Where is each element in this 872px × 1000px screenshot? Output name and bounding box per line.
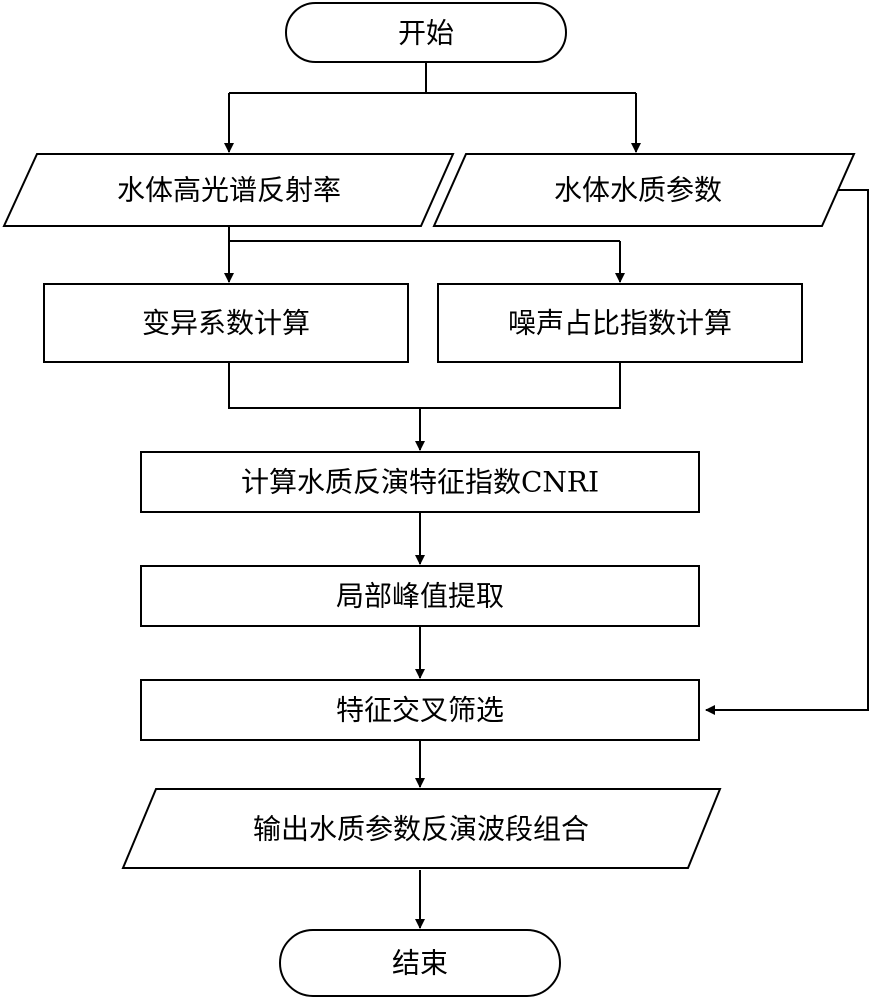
output-shape xyxy=(121,788,722,869)
end-label: 结束 xyxy=(392,947,448,980)
connector-merge xyxy=(228,362,621,409)
node-cv-calc: 变异系数计算 xyxy=(43,283,409,363)
end-terminal xyxy=(279,929,561,997)
peak-label: 局部峰值提取 xyxy=(336,580,504,613)
node-end: 结束 xyxy=(279,929,561,997)
cv-calc-label: 变异系数计算 xyxy=(142,307,310,340)
start-label: 开始 xyxy=(398,17,454,50)
node-cross-screen: 特征交叉筛选 xyxy=(140,679,700,741)
cv-calc-box xyxy=(43,283,409,363)
peak-box xyxy=(140,565,700,627)
cnri-label: 计算水质反演特征指数CNRI xyxy=(241,466,599,499)
node-peak-extract: 局部峰值提取 xyxy=(140,565,700,627)
noise-calc-box xyxy=(437,283,803,363)
water-params-input-shape xyxy=(432,153,856,227)
node-noise-ratio-calc: 噪声占比指数计算 xyxy=(437,283,803,363)
start-terminal xyxy=(285,2,567,63)
node-start: 开始 xyxy=(285,2,567,63)
cnri-box xyxy=(140,451,700,513)
node-output-bands: 输出水质参数反演波段组合 xyxy=(121,788,722,869)
node-water-quality-params: 水体水质参数 xyxy=(432,153,856,227)
hyperspectral-label: 水体高光谱反射率 xyxy=(117,174,341,207)
noise-calc-label: 噪声占比指数计算 xyxy=(508,307,732,340)
node-cnri-calc: 计算水质反演特征指数CNRI xyxy=(140,451,700,513)
output-label: 输出水质参数反演波段组合 xyxy=(253,813,589,846)
hyperspectral-input-shape xyxy=(2,153,455,227)
connectors xyxy=(224,62,869,929)
connector-params-to-screen xyxy=(705,189,869,715)
node-hyperspectral-reflectance: 水体高光谱反射率 xyxy=(2,153,455,227)
cross-screen-label: 特征交叉筛选 xyxy=(336,694,504,727)
water-params-label: 水体水质参数 xyxy=(554,174,722,207)
cross-screen-box xyxy=(140,679,700,741)
